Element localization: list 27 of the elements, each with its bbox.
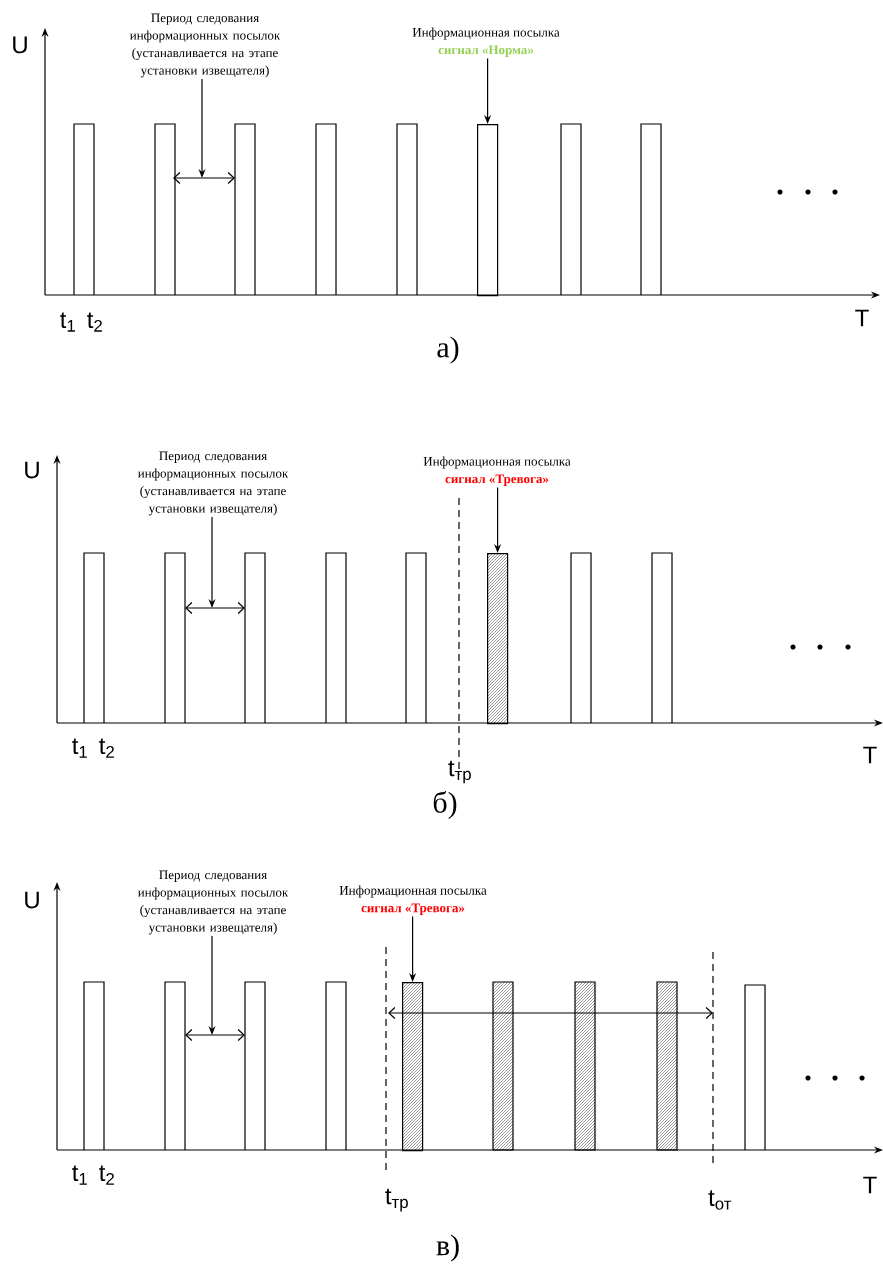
axis-label: t$_{2}$ xyxy=(87,312,102,332)
annotation-text: Период следования информационных посылок (устанавливается на этапе установки извещателя) xyxy=(129,13,281,78)
annotation-text: Период следования информационных посылок (устанавливается на этапе установки извещателя) xyxy=(137,451,289,516)
axis-label: t$_{тр}$ xyxy=(448,760,471,784)
pulse xyxy=(477,124,499,297)
axis-label: T xyxy=(855,309,869,327)
axis-label: б) xyxy=(433,791,457,819)
annotation-text: Информационная посылка сигнал «Тревога» xyxy=(339,885,487,915)
axis-label: t$_{2}$ xyxy=(99,1165,114,1185)
axis-label: T xyxy=(863,1176,877,1194)
axis-label: t$_{1}$ xyxy=(72,738,87,758)
axis-label: t$_{2}$ xyxy=(99,738,114,758)
axis-label: T xyxy=(863,746,877,764)
axis-label: t$_{тр}$ xyxy=(385,1188,408,1212)
axis-label: t$_{от}$ xyxy=(708,1190,732,1210)
annotation-text: Информационная посылка сигнал «Норма» xyxy=(412,27,560,57)
axis-label: в) xyxy=(436,1234,459,1262)
axis-label: а) xyxy=(437,336,459,364)
hatched-pulse xyxy=(487,553,509,725)
axis-label: U xyxy=(13,36,27,54)
annotation-text: Информационная посылка сигнал «Тревога» xyxy=(423,456,571,486)
annotation-text: Период следования информационных посылок (устанавливается на этапе установки извещателя) xyxy=(137,870,289,935)
axis-label: U xyxy=(25,891,39,909)
hatched-pulse xyxy=(402,982,424,1152)
axis-label: t$_{1}$ xyxy=(72,1165,87,1185)
axis-label: U xyxy=(25,461,39,479)
axis-label: t$_{1}$ xyxy=(60,312,75,332)
